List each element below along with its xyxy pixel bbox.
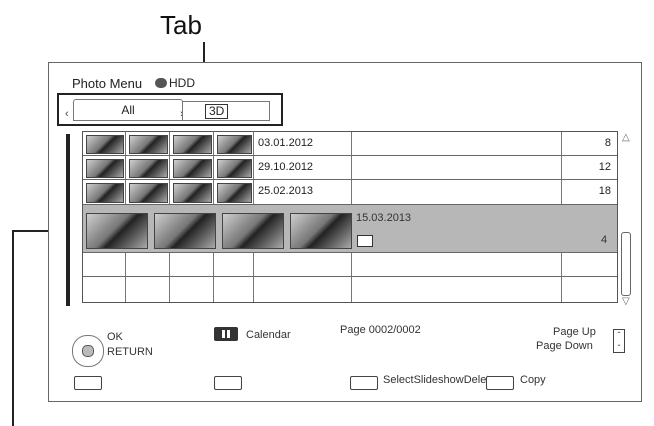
tab-highlight-box xyxy=(57,93,283,126)
thumbnail xyxy=(222,213,284,249)
photo-icon xyxy=(357,235,373,247)
thumbnail xyxy=(129,159,168,178)
thumbnail xyxy=(217,183,252,203)
list-item[interactable] xyxy=(83,277,617,302)
yellow-button-icon[interactable] xyxy=(350,376,378,390)
return-label: RETURN xyxy=(107,346,153,358)
photo-count: 4 xyxy=(601,234,608,246)
thumbnail xyxy=(86,159,124,178)
page-indicator: Page 0002/0002 xyxy=(340,324,421,336)
calendar-button-icon xyxy=(214,327,238,341)
select-slideshow-delete-label: SelectSlideshowDelete xyxy=(383,374,496,386)
list-item[interactable]: 25.02.2013 18 xyxy=(83,180,617,205)
calendar-label: Calendar xyxy=(246,329,291,341)
thumbnail xyxy=(173,135,212,154)
blue-button-icon[interactable] xyxy=(486,376,514,390)
tab-right-arrow-icon[interactable]: › xyxy=(180,108,184,120)
group-date: 03.01.2012 xyxy=(254,132,352,155)
photo-count: 18 xyxy=(598,185,611,197)
tab-3d[interactable]: 3D xyxy=(182,101,270,121)
storage-label: HDD xyxy=(169,76,195,90)
slideshow-label: Slideshow xyxy=(413,374,464,386)
page-up-label: Page Up xyxy=(553,326,596,338)
photo-group-list: 03.01.2012 8 29.10.2012 12 25.02.2013 18… xyxy=(82,131,618,303)
tab-callout-label: Tab xyxy=(160,10,202,40)
page-down-label: Page Down xyxy=(536,340,593,352)
tab-left-arrow-icon[interactable]: ‹ xyxy=(65,108,69,120)
hdd-icon xyxy=(155,78,167,88)
photo-count: 8 xyxy=(604,137,611,149)
thumbnail xyxy=(173,183,212,203)
tab-3d-label: 3D xyxy=(205,104,229,119)
list-item-selected[interactable]: 15.03.2013 4 xyxy=(83,205,617,253)
photo-count: 12 xyxy=(598,161,611,173)
copy-label: Copy xyxy=(520,374,546,386)
list-callout-line-v xyxy=(12,230,14,426)
page-button-icon: ⌃⌄ xyxy=(613,329,625,353)
thumbnail xyxy=(217,135,252,154)
navigation-pad-icon xyxy=(72,335,104,367)
list-item[interactable]: 29.10.2012 12 xyxy=(83,156,617,180)
select-label: Select xyxy=(383,374,414,386)
thumbnail xyxy=(86,135,124,154)
thumbnail xyxy=(86,213,148,249)
group-date: 15.03.2013 xyxy=(356,212,412,224)
thumbnail xyxy=(173,159,212,178)
thumbnail xyxy=(86,183,124,203)
menu-title: Photo Menu xyxy=(72,76,143,91)
thumbnail xyxy=(154,213,216,249)
scroll-down-icon[interactable]: ▽ xyxy=(622,296,630,307)
list-item[interactable]: 03.01.2012 8 xyxy=(83,132,617,156)
thumbnail xyxy=(290,213,352,249)
tab-all-label: All xyxy=(121,103,135,117)
ok-label: OK xyxy=(107,331,123,343)
tab-all[interactable]: All xyxy=(73,99,183,121)
green-button-icon[interactable] xyxy=(214,376,242,390)
scrollbar[interactable] xyxy=(621,232,631,296)
group-date: 25.02.2013 xyxy=(254,180,352,204)
thumbnail xyxy=(217,159,252,178)
group-date: 29.10.2012 xyxy=(254,156,352,179)
list-callout-line-h xyxy=(12,230,68,232)
scroll-up-icon[interactable]: △ xyxy=(622,132,630,143)
thumbnail xyxy=(129,183,168,203)
thumbnail xyxy=(129,135,168,154)
list-item[interactable] xyxy=(83,253,617,277)
list-bracket xyxy=(66,134,70,306)
red-button-icon[interactable] xyxy=(74,376,102,390)
